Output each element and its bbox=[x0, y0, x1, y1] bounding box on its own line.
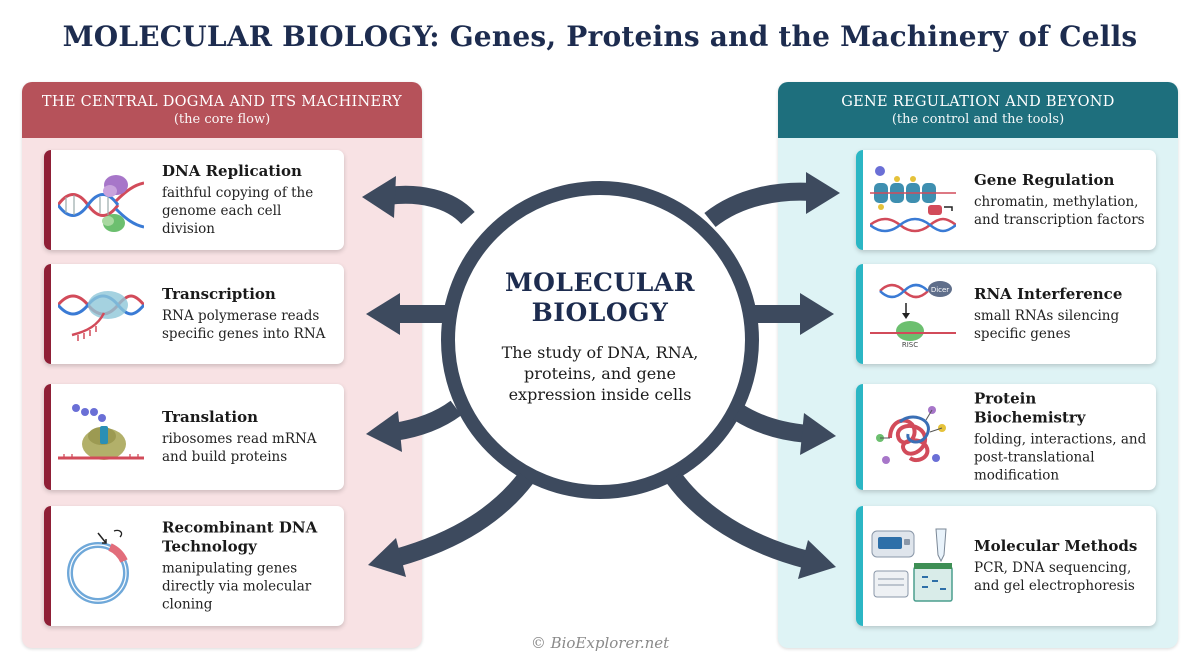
card-accent bbox=[856, 150, 863, 250]
page-title: MOLECULAR BIOLOGY: Genes, Proteins and t… bbox=[62, 20, 1138, 53]
card-desc: RNA polymerase reads specific genes into… bbox=[162, 308, 326, 342]
card-desc: small RNAs silencing specific genes bbox=[974, 308, 1120, 342]
chromatin-icon bbox=[870, 166, 956, 233]
card-transcription: Transcription RNA polymerase reads speci… bbox=[44, 264, 344, 364]
card-molecular-methods: Molecular Methods PCR, DNA sequencing, a… bbox=[856, 506, 1156, 626]
copyright-notice: © BioExplorer.net bbox=[530, 634, 670, 652]
central-dogma-heading: THE CENTRAL DOGMA AND ITS MACHINERY bbox=[41, 93, 403, 110]
card-title: Molecular Methods bbox=[974, 537, 1138, 555]
central-description: The study of DNA, RNA, proteins, and gen… bbox=[501, 343, 699, 404]
card-title: Protein Biochemistry bbox=[974, 389, 1086, 427]
card-accent bbox=[44, 506, 51, 626]
card-accent bbox=[856, 506, 863, 626]
card-desc: manipulating genes directly via molecula… bbox=[162, 560, 312, 613]
card-dna-replication: DNA Replication faithful copying of the … bbox=[44, 150, 344, 250]
card-translation: Translation ribosomes read mRNA and buil… bbox=[44, 384, 344, 490]
card-accent bbox=[44, 264, 51, 364]
plasmid-icon bbox=[67, 529, 129, 604]
central-title: MOLECULAR BIOLOGY bbox=[504, 268, 696, 327]
card-title: DNA Replication bbox=[162, 162, 302, 180]
protein-icon bbox=[876, 406, 946, 464]
card-desc: folding, interactions, and post-translat… bbox=[974, 431, 1147, 484]
gene-regulation-panel: GENE REGULATION AND BEYOND (the control … bbox=[778, 82, 1178, 648]
card-title: Translation bbox=[162, 408, 258, 426]
card-desc: ribosomes read mRNA and build proteins bbox=[162, 431, 317, 465]
card-gene-regulation: Gene Regulation chromatin, methylation, … bbox=[856, 150, 1156, 250]
card-title: Recombinant DNA Technology bbox=[162, 518, 318, 556]
central-dogma-subheading: (the core flow) bbox=[173, 111, 271, 127]
card-desc: chromatin, methylation, and transcriptio… bbox=[974, 194, 1145, 228]
card-title: RNA Interference bbox=[974, 285, 1123, 303]
rnai-icon: Dicer RISC bbox=[870, 281, 956, 349]
card-protein-biochemistry: Protein Biochemistry folding, interactio… bbox=[856, 384, 1156, 490]
dna-replication-icon bbox=[58, 175, 144, 232]
card-accent bbox=[44, 150, 51, 250]
gene-regulation-subheading: (the control and the tools) bbox=[891, 111, 1065, 127]
gene-regulation-header: GENE REGULATION AND BEYOND (the control … bbox=[778, 82, 1178, 138]
card-recombinant-dna: Recombinant DNA Technology manipulating … bbox=[44, 506, 344, 626]
card-accent bbox=[856, 264, 863, 364]
central-text: MOLECULAR BIOLOGY The study of DNA, RNA,… bbox=[480, 268, 720, 405]
card-title: Transcription bbox=[162, 285, 276, 303]
central-dogma-panel: THE CENTRAL DOGMA AND ITS MACHINERY (the… bbox=[22, 82, 422, 648]
card-desc: PCR, DNA sequencing, and gel electrophor… bbox=[974, 560, 1135, 594]
transcription-icon bbox=[58, 291, 144, 341]
risc-label: RISC bbox=[902, 341, 918, 349]
card-desc: faithful copying of the genome each cell… bbox=[162, 185, 314, 237]
dicer-label: Dicer bbox=[931, 286, 949, 294]
central-dogma-header: THE CENTRAL DOGMA AND ITS MACHINERY (the… bbox=[22, 82, 422, 138]
gene-regulation-heading: GENE REGULATION AND BEYOND bbox=[841, 93, 1115, 110]
card-accent bbox=[856, 384, 863, 490]
card-title: Gene Regulation bbox=[974, 171, 1115, 189]
card-rna-interference: Dicer RISC RNA Interference small RNAs s… bbox=[856, 264, 1156, 364]
card-accent bbox=[44, 384, 51, 490]
lab-equipment-icon bbox=[871, 528, 953, 602]
translation-icon bbox=[58, 404, 144, 460]
